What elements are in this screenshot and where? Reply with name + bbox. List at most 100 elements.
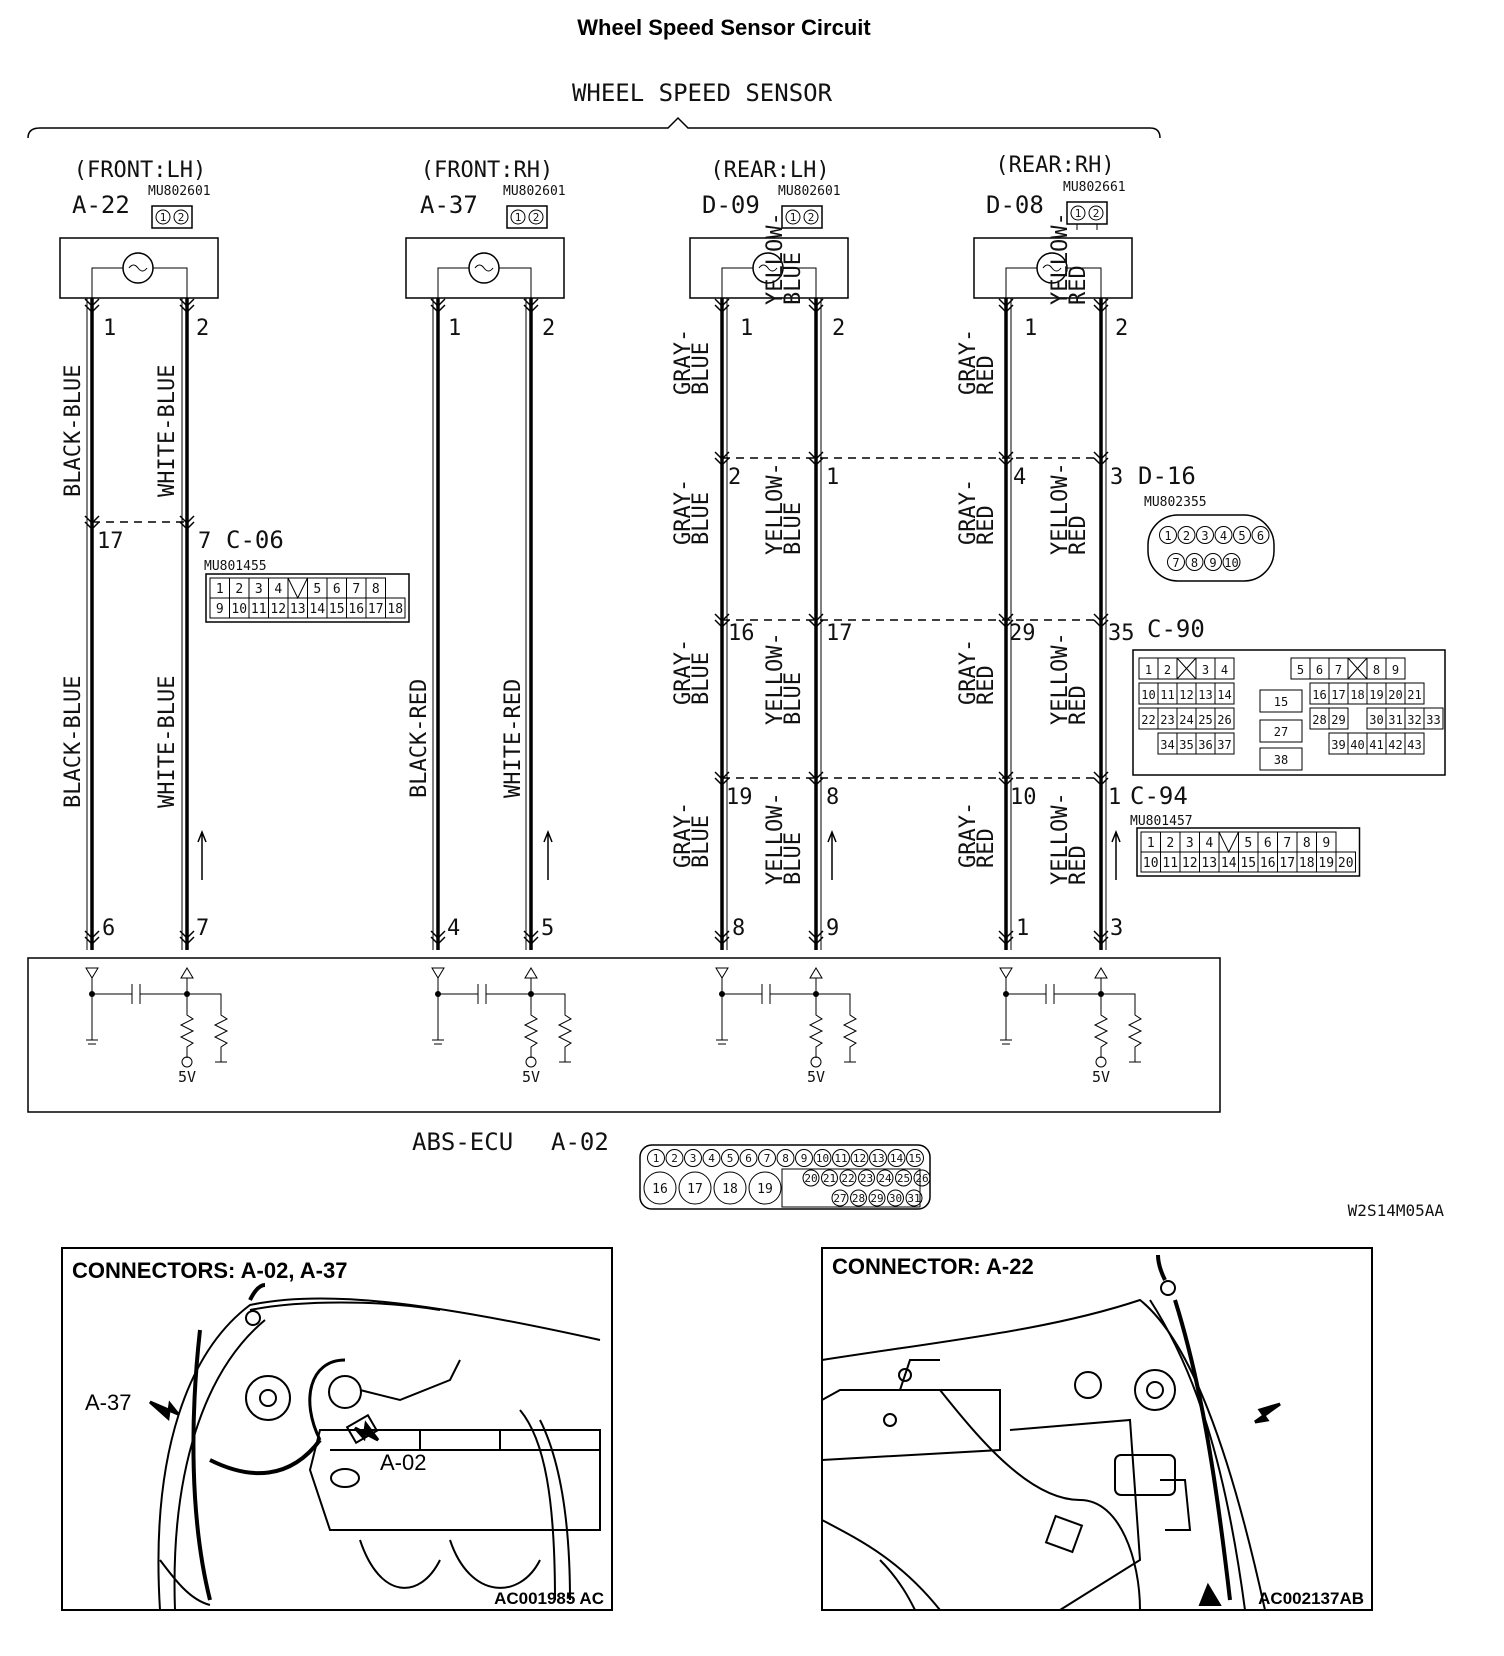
arrow-icon [353,1420,380,1442]
svg-text:12: 12 [1182,856,1198,871]
pin-label: 5 [541,916,554,941]
wire-color-label: YELLOW- [763,792,788,885]
voltage-label: 5V [807,1068,825,1086]
svg-text:19: 19 [1369,688,1383,702]
wire-bundle [90,298,1103,950]
pin-label: 2 [542,316,555,341]
svg-text:41: 41 [1369,738,1383,752]
wire-color-label: RED [974,665,999,705]
voltage-label: 5V [522,1068,540,1086]
pin-label: 6 [102,916,115,941]
svg-text:1: 1 [653,1152,660,1165]
svg-text:2: 2 [1164,663,1171,677]
svg-text:38: 38 [1274,753,1288,767]
svg-text:12: 12 [853,1152,866,1165]
svg-text:23: 23 [1160,713,1174,727]
group-brace [27,116,1161,139]
svg-text:5: 5 [1238,529,1245,543]
pin-label: 29 [1009,621,1036,646]
group-label: WHEEL SPEED SENSOR [572,79,833,107]
svg-text:31: 31 [1388,713,1402,727]
ecu-input-circuits [85,967,1143,1068]
sensor-connector-id: D-09 [702,191,760,219]
svg-text:28: 28 [1312,713,1326,727]
svg-text:30: 30 [1369,713,1383,727]
pin-label: 3 [1110,465,1123,490]
svg-text:4: 4 [274,582,282,597]
sensor-box [59,237,219,299]
signal-arrow-icon [197,829,1121,880]
wire-color-label: GRAY- [956,639,981,705]
pin-label: 2 [832,316,845,341]
svg-text:16: 16 [1260,856,1276,871]
wire-color-label: WHITE-BLUE [155,365,180,497]
wire-color-label: BLUE [781,672,806,725]
svg-text:16: 16 [348,602,364,617]
svg-text:1: 1 [515,211,522,224]
svg-text:10: 10 [231,602,247,617]
svg-text:2: 2 [235,582,243,597]
wire-color-label: BLUE [781,252,806,305]
wire-color-label: RED [1066,845,1091,885]
sensor-part-number: MU802661 [1063,180,1126,195]
svg-text:40: 40 [1350,738,1364,752]
svg-text:15: 15 [1274,695,1288,709]
photo-panel-a22: CONNECTOR: A-22 AC002137AB [821,1247,1373,1611]
svg-text:18: 18 [1350,688,1364,702]
pin-label: 17 [826,621,853,646]
wire-color-label: RED [1066,685,1091,725]
svg-text:32: 32 [1407,713,1421,727]
svg-text:2: 2 [533,211,540,224]
connector-id: C-94 [1130,782,1188,810]
wire-color-label: YELLOW- [1048,212,1073,305]
connector-dashed-lines [92,457,1101,779]
svg-text:1: 1 [160,211,167,224]
connector-id: C-06 [226,526,284,554]
sensor-box [689,237,849,299]
wire-color-label: WHITE-RED [501,679,526,798]
connector-id: C-90 [1147,615,1205,643]
wire-color-label: RED [974,828,999,868]
svg-text:28: 28 [852,1192,865,1205]
svg-text:8: 8 [372,582,380,597]
svg-text:6: 6 [1257,529,1264,543]
pin-label: 1 [103,316,116,341]
connector-part-number: MU801455 [204,559,267,574]
wire-color-label: BLUE [781,832,806,885]
svg-text:29: 29 [1331,713,1345,727]
svg-text:16: 16 [652,1182,668,1197]
svg-text:15: 15 [908,1152,921,1165]
engine-bay-illustration [157,1283,601,1611]
svg-text:7: 7 [1172,556,1179,570]
svg-text:17: 17 [687,1182,703,1197]
svg-text:27: 27 [1274,725,1288,739]
svg-text:13: 13 [871,1152,884,1165]
pin-label: 10 [1010,785,1037,810]
svg-text:34: 34 [1160,738,1174,752]
sensor-box [973,237,1133,299]
svg-text:11: 11 [834,1152,847,1165]
pin-label: 4 [447,916,460,941]
wire-color-label: GRAY- [671,329,696,395]
svg-text:37: 37 [1217,738,1231,752]
svg-text:10: 10 [1141,688,1155,702]
sensor-position: (FRONT:RH) [421,158,553,183]
pin-label: 16 [728,621,755,646]
svg-text:14: 14 [1217,688,1231,702]
svg-text:4: 4 [1220,529,1227,543]
svg-text:3: 3 [1186,836,1194,851]
svg-text:14: 14 [890,1152,904,1165]
pin-label: 1 [740,316,753,341]
wire-color-label: BLACK-RED [407,679,432,798]
connector-chevrons [84,298,1109,946]
svg-text:14: 14 [309,602,325,617]
svg-text:3: 3 [255,582,263,597]
